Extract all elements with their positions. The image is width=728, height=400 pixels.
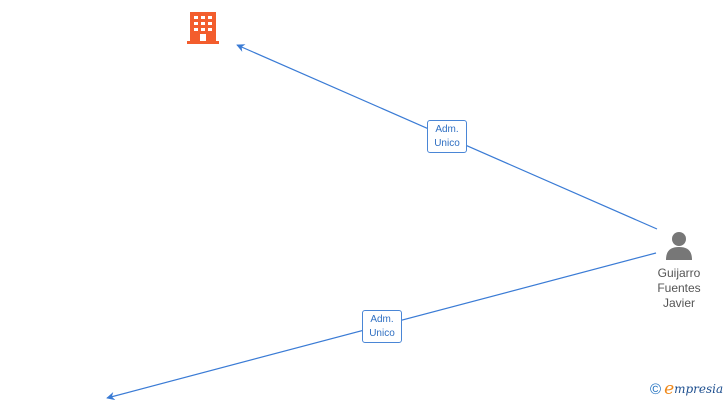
edge-label-top[interactable]: Adm. Unico [427, 120, 467, 153]
person-name-line: Javier [662, 296, 695, 310]
edge-label-line: Adm. [435, 124, 459, 135]
person-icon [666, 232, 692, 260]
person-name: Guijarro Fuentes Javier [646, 266, 712, 311]
brand-logo-initial: e [664, 379, 675, 399]
person-node[interactable]: Guijarro Fuentes Javier [646, 230, 712, 311]
brand-watermark: ©empresia [650, 379, 723, 399]
company-top-node[interactable] [187, 11, 219, 45]
brand-logo-text: mpresia [674, 382, 724, 396]
edge-label-line: Unico [434, 138, 460, 149]
copyright-icon: © [650, 380, 662, 398]
person-name-line: Fuentes [657, 281, 701, 295]
edge-label-bottom[interactable]: Adm. Unico [362, 310, 402, 343]
edge-label-line: Unico [369, 328, 395, 339]
edge-label-line: Adm. [370, 314, 394, 325]
building-icon [187, 12, 219, 44]
person-name-line: Guijarro [657, 266, 701, 280]
